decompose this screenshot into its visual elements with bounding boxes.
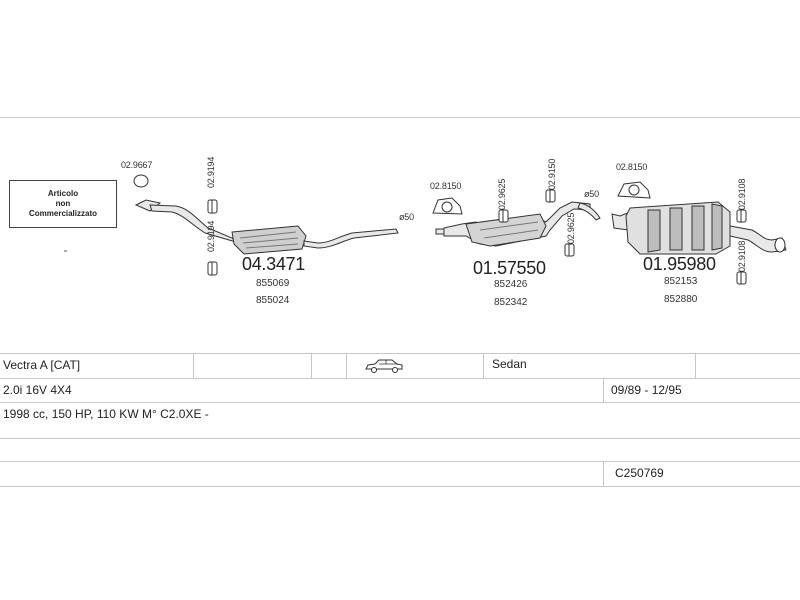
diameter-label: ø50 bbox=[399, 212, 414, 222]
part-code-label: 02.8150 bbox=[616, 162, 648, 172]
hanger-icon bbox=[617, 181, 747, 285]
divider bbox=[0, 117, 800, 118]
part-number-label: 01.95980 bbox=[643, 254, 716, 274]
reference-label: 852342 bbox=[494, 297, 528, 308]
part-code-label: 02.9194 bbox=[206, 220, 216, 252]
divider bbox=[0, 378, 800, 379]
model-cell: Vectra A [CAT] bbox=[3, 358, 81, 372]
divider bbox=[0, 486, 800, 487]
middle-silencer-drawing bbox=[435, 201, 601, 247]
part-number-label: 01.57550 bbox=[473, 258, 546, 278]
rear-silencer-drawing bbox=[611, 201, 787, 255]
part-code-label: 02.9194 bbox=[206, 156, 216, 188]
reference-label: 852153 bbox=[664, 276, 698, 287]
column-divider bbox=[695, 353, 696, 378]
clamp-icon bbox=[133, 174, 218, 276]
diameter-label: ø50 bbox=[584, 189, 599, 199]
column-divider bbox=[193, 353, 194, 378]
column-divider bbox=[603, 461, 604, 486]
sedan-car-icon bbox=[365, 359, 403, 373]
note-line: Articolo bbox=[47, 189, 79, 198]
divider bbox=[0, 402, 800, 403]
note-line: Commercializzato bbox=[28, 209, 98, 218]
part-code-label: 02.9108 bbox=[737, 240, 747, 272]
column-divider bbox=[603, 378, 604, 402]
part-code-label: 02.9625 bbox=[566, 212, 576, 244]
divider bbox=[0, 438, 800, 439]
hanger-icon bbox=[432, 189, 575, 257]
column-divider bbox=[483, 353, 484, 378]
note-line: non bbox=[55, 199, 71, 208]
reference-label: 852880 bbox=[664, 294, 698, 305]
reference-label: 855069 bbox=[256, 278, 290, 289]
column-divider bbox=[311, 353, 312, 378]
specs-cell: 1998 cc, 150 HP, 110 KW M° C2.0XE - bbox=[3, 407, 209, 421]
part-number-label: 04.3471 bbox=[242, 254, 305, 274]
part-code-label: 02.8150 bbox=[430, 181, 462, 191]
part-code-label: 02.9150 bbox=[547, 158, 557, 190]
front-pipe-drawing bbox=[134, 199, 399, 255]
part-code-label: 02.9108 bbox=[737, 178, 747, 210]
engine-cell: 2.0i 16V 4X4 bbox=[3, 383, 72, 397]
divider bbox=[0, 461, 800, 462]
column-divider bbox=[346, 353, 347, 378]
divider bbox=[0, 353, 800, 354]
reference-label: 855024 bbox=[256, 295, 290, 306]
reference-label: 852426 bbox=[494, 279, 528, 290]
not-sold-note: Articolo non Commercializzato bbox=[9, 180, 117, 228]
body-cell: Sedan bbox=[492, 357, 527, 371]
years-cell: 09/89 - 12/95 bbox=[611, 383, 682, 397]
part-code-label: 02.9625 bbox=[497, 178, 507, 210]
code-cell: C250769 bbox=[615, 466, 664, 480]
part-code-label: 02.9667 bbox=[121, 160, 153, 170]
